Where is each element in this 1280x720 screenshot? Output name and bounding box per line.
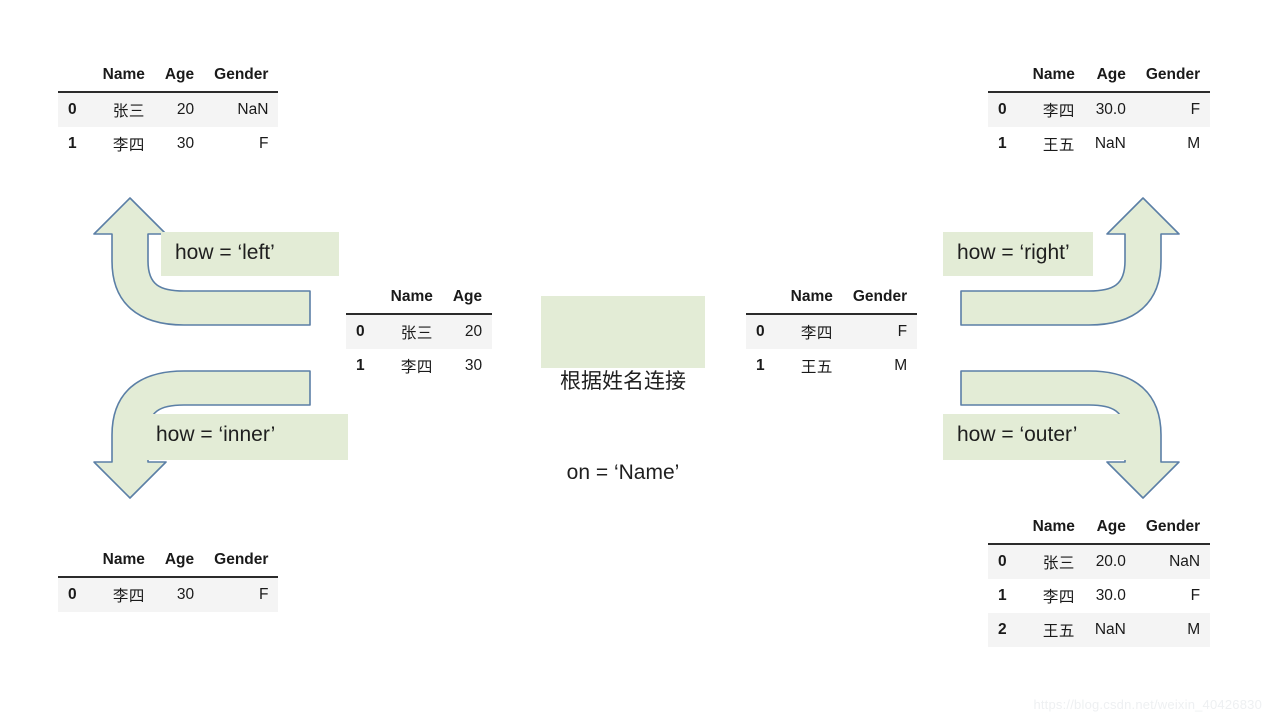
column-header-age: Age	[1084, 512, 1136, 545]
table-row: 1 李四 30 F	[58, 127, 279, 161]
label-how-left: how = ‘left’	[161, 232, 339, 276]
column-header-name: Name	[1022, 60, 1085, 93]
cell-gender: F	[1190, 587, 1201, 604]
table-row: 1 李四 30	[346, 349, 493, 383]
cell-gender: F	[258, 586, 269, 603]
column-header-age: Age	[154, 60, 205, 93]
cell-age: 20.0	[1095, 553, 1126, 570]
table-index-header	[58, 60, 93, 93]
column-header-name: Name	[92, 545, 155, 578]
column-header-age: Age	[442, 282, 493, 315]
cell-name: 李四	[112, 588, 145, 605]
cell-name: 王五	[1042, 137, 1075, 154]
cell-age: 30	[464, 357, 483, 374]
join-key-line-1: 根据姓名连接	[560, 369, 686, 393]
cell-gender: F	[897, 323, 908, 340]
column-header-gender: Gender	[204, 545, 279, 578]
row-index: 2	[998, 621, 1007, 638]
row-index: 0	[68, 101, 77, 118]
label-how-outer: how = ‘outer’	[943, 414, 1151, 460]
cell-name: 李四	[1042, 589, 1075, 606]
table-row: 1 李四 30.0 F	[988, 579, 1211, 613]
cell-name: 张三	[400, 325, 433, 342]
cell-gender: NaN	[237, 101, 269, 118]
table-index-header	[988, 512, 1023, 545]
row-index: 0	[998, 101, 1007, 118]
table-index-header	[988, 60, 1023, 93]
cell-gender: M	[1187, 621, 1201, 638]
column-header-gender: Gender	[1135, 512, 1211, 545]
column-header-age: Age	[154, 545, 205, 578]
column-header-gender: Gender	[204, 60, 279, 93]
table-row: 0 李四 30.0 F	[988, 92, 1211, 127]
table-index-header	[58, 545, 93, 578]
column-header-name: Name	[1022, 512, 1085, 545]
row-index: 1	[756, 357, 765, 374]
row-index: 1	[998, 135, 1007, 152]
cell-name: 张三	[112, 103, 145, 120]
cell-name: 李四	[1042, 103, 1075, 120]
table-index-header	[746, 282, 781, 315]
cell-gender: M	[894, 357, 908, 374]
row-index: 0	[756, 323, 765, 340]
column-header-name: Name	[92, 60, 155, 93]
column-header-name: Name	[380, 282, 443, 315]
row-index: 0	[998, 553, 1007, 570]
cell-age: 30	[176, 135, 195, 152]
row-index: 1	[998, 587, 1007, 604]
cell-name: 李四	[800, 325, 833, 342]
column-header-gender: Gender	[842, 282, 918, 315]
cell-age: 20	[464, 323, 483, 340]
column-header-name: Name	[780, 282, 843, 315]
label-join-key: 根据姓名连接 on = ‘Name’	[541, 296, 705, 484]
cell-gender: M	[1187, 135, 1201, 152]
table-row: 0 李四 F	[746, 314, 918, 349]
watermark-text: https://blog.csdn.net/weixin_40426830	[1033, 697, 1262, 712]
label-how-right: how = ‘right’	[943, 232, 1093, 276]
cell-age: 30	[176, 586, 195, 603]
table-index-header	[346, 282, 381, 315]
row-index: 1	[356, 357, 365, 374]
column-header-age: Age	[1084, 60, 1136, 93]
table-row: 0 张三 20.0 NaN	[988, 544, 1211, 579]
cell-gender: NaN	[1169, 553, 1201, 570]
cell-age: 30.0	[1095, 101, 1126, 118]
row-index: 0	[356, 323, 365, 340]
cell-name: 王五	[1042, 623, 1075, 640]
table-row: 0 李四 30 F	[58, 577, 279, 612]
cell-age: NaN	[1094, 621, 1126, 638]
cell-gender: F	[258, 135, 269, 152]
cell-name: 李四	[400, 359, 433, 376]
column-header-gender: Gender	[1135, 60, 1211, 93]
table-row: 1 王五 NaN M	[988, 127, 1211, 161]
cell-name: 张三	[1042, 555, 1075, 572]
table-row: 1 王五 M	[746, 349, 918, 383]
table-row: 0 张三 20	[346, 314, 493, 349]
cell-gender: F	[1190, 101, 1201, 118]
table-row: 0 张三 20 NaN	[58, 92, 279, 127]
cell-name: 王五	[800, 359, 833, 376]
row-index: 0	[68, 586, 77, 603]
table-row: 2 王五 NaN M	[988, 613, 1211, 647]
cell-age: 30.0	[1095, 587, 1126, 604]
cell-age: NaN	[1094, 135, 1126, 152]
row-index: 1	[68, 135, 77, 152]
cell-name: 李四	[112, 137, 145, 154]
label-how-inner: how = ‘inner’	[142, 414, 348, 460]
join-key-line-2: on = ‘Name’	[566, 461, 680, 485]
cell-age: 20	[176, 101, 195, 118]
